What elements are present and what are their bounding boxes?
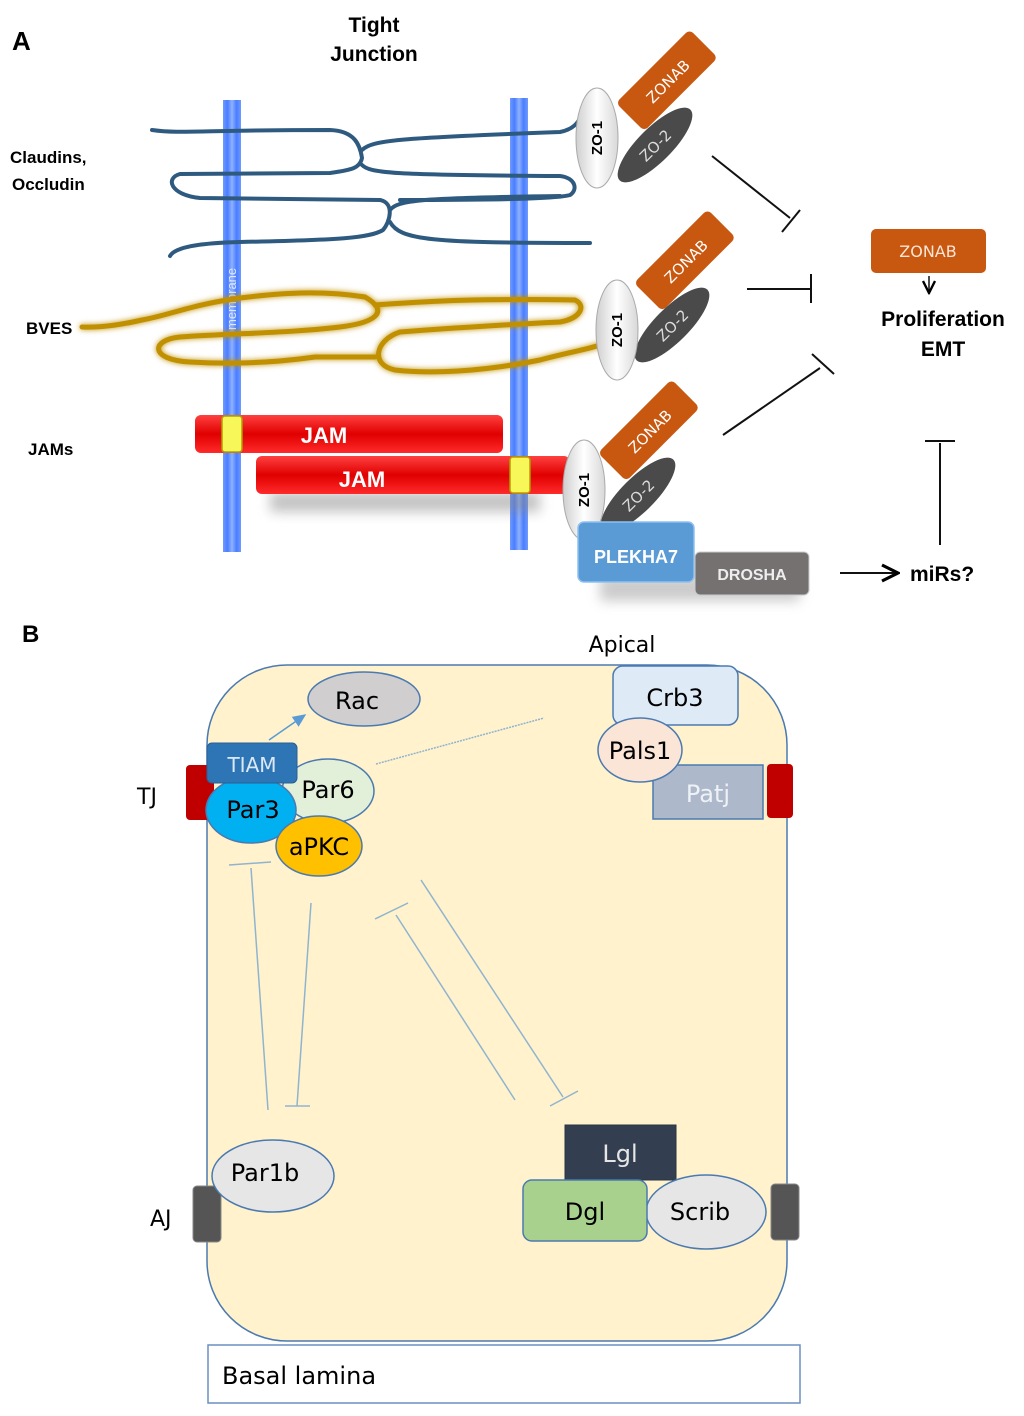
panel-a-label: A (12, 26, 31, 56)
lgl-protein: Lgl (564, 1124, 677, 1181)
apkc-par1b-line (296, 902, 312, 1107)
lgl-apkc-line (395, 914, 516, 1101)
apkc-label: aPKC (289, 833, 349, 861)
par6-protein: Par6 (281, 758, 375, 824)
par3-label: Par3 (226, 796, 279, 824)
claudin-strands (150, 114, 592, 258)
par3-par1b-bar (228, 861, 272, 866)
crb3-protein: Crb3 (612, 665, 739, 726)
par6-label: Par6 (301, 776, 354, 804)
aj-marker-left (192, 1185, 222, 1243)
apkc-protein: aPKC (275, 815, 363, 877)
jams-label: JAMs (28, 440, 73, 459)
membrane-left: membrane (223, 100, 241, 552)
scrib-protein: Scrib (645, 1174, 767, 1250)
jam-bottom: JAM (256, 456, 570, 494)
lgl-label: Lgl (602, 1140, 637, 1168)
emt-label: EMT (921, 338, 966, 361)
mirs-label: miRs? (910, 563, 974, 586)
zo1-label: ZO-1 (609, 313, 626, 347)
inhibit-bar-3 (811, 353, 835, 375)
jam-top: JAM (195, 415, 503, 453)
apical-label: Apical (589, 633, 656, 658)
tight-junction-title-line2: Junction (330, 43, 418, 66)
scrib-label: Scrib (670, 1198, 730, 1226)
zo-complex-3: ZONAB ZO-2 ZO-1 (562, 381, 698, 541)
pals1-protein: Pals1 (597, 717, 683, 783)
zo-complex-2: ZONAB ZO-2 ZO-1 (595, 211, 734, 381)
rac-label: Rac (335, 687, 379, 715)
inhibition-arrows-a (711, 155, 955, 545)
drosha-label: DROSHA (717, 567, 787, 584)
dgl-label: Dgl (565, 1198, 605, 1226)
patj-protein: Patj (652, 764, 764, 820)
inhibit-bar-1 (781, 209, 801, 233)
basal-lamina-label: Basal lamina (222, 1362, 376, 1390)
bves-strand (79, 290, 603, 375)
pals1-label: Pals1 (609, 737, 672, 765)
dgl-protein: Dgl (522, 1179, 648, 1242)
zonab-target-box: ZONAB (871, 229, 986, 273)
plekha7-label: PLEKHA7 (594, 547, 678, 567)
par1b-protein: Par1b (211, 1139, 335, 1213)
jam-bottom-label: JAM (339, 467, 385, 492)
apkc-lgl-line (420, 879, 564, 1098)
bves-label: BVES (26, 319, 72, 338)
aj-marker-right (770, 1183, 800, 1241)
cell-interaction-lines (228, 714, 579, 1111)
zo-complex-1: ZONAB ZO-2 ZO-1 (575, 31, 716, 189)
inhibit-line-3 (722, 367, 821, 436)
jam-shadow (270, 492, 540, 512)
tj-marker-right (767, 764, 793, 818)
rac-protein: Rac (307, 671, 421, 727)
tiam-protein: TIAM (206, 742, 298, 784)
inhibit-line-1 (711, 155, 791, 219)
zo1-label: ZO-1 (589, 121, 606, 155)
par6-crb3-dashed-link (375, 717, 545, 765)
zonab-target-label: ZONAB (899, 242, 956, 261)
tiam-label: TIAM (226, 753, 276, 777)
tight-junction-title-line1: Tight (349, 14, 400, 37)
tj-label: TJ (136, 785, 157, 810)
tiam-to-rac-arrow (268, 714, 307, 741)
zo1-label: ZO-1 (576, 473, 593, 507)
proliferation-label: Proliferation (881, 308, 1005, 331)
claudins-label-line1: Claudins, (10, 148, 87, 167)
lgl-apkc-bar (374, 902, 409, 920)
jam-top-label: JAM (301, 423, 347, 448)
apkc-lgl-bar (549, 1090, 579, 1107)
crb3-label: Crb3 (646, 684, 703, 712)
par3-protein: Par3 (205, 776, 297, 844)
par3-par1b-line (250, 867, 269, 1111)
claudins-label-line2: Occludin (12, 175, 85, 194)
aj-label: AJ (150, 1207, 172, 1232)
drosha-box: DROSHA (694, 551, 810, 596)
basal-lamina: Basal lamina (207, 1344, 801, 1404)
patj-label: Patj (686, 780, 730, 808)
plekha7-box: PLEKHA7 (577, 521, 695, 583)
par1b-label: Par1b (231, 1159, 299, 1187)
panel-b-label: B (22, 621, 39, 648)
